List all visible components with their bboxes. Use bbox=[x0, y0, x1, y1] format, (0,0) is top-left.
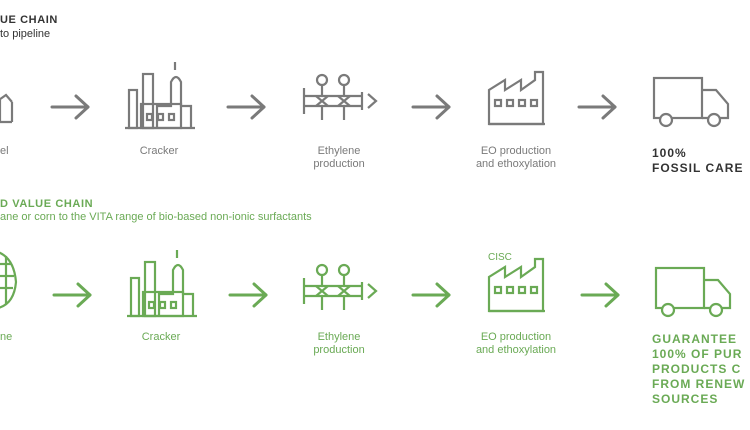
corn-icon bbox=[0, 251, 18, 309]
bio-result-line-5: SOURCES bbox=[652, 392, 719, 406]
cracker-icon bbox=[127, 250, 197, 318]
bio-chain-heading: D VALUE CHAIN bbox=[0, 198, 94, 210]
arrow-icon bbox=[411, 94, 451, 120]
fossil-source-label: el bbox=[0, 145, 9, 157]
arrow-icon bbox=[226, 94, 266, 120]
fossil-result-line-1: 100% bbox=[652, 146, 687, 160]
truck-icon bbox=[654, 266, 732, 318]
fossil-chain-heading: UE CHAIN bbox=[0, 14, 58, 26]
arrow-icon bbox=[52, 282, 92, 308]
factory-icon bbox=[487, 257, 545, 313]
arrow-icon bbox=[228, 282, 268, 308]
arrow-icon bbox=[580, 282, 620, 308]
arrow-icon bbox=[411, 282, 451, 308]
fossil-cracker-label: Cracker bbox=[139, 145, 179, 157]
bio-cracker-label: Cracker bbox=[141, 331, 181, 343]
bio-ethylene-label-1: Ethylene bbox=[317, 331, 361, 343]
fossil-result-line-2: FOSSIL CARE bbox=[652, 161, 744, 175]
bio-chain-subheading: ane or corn to the VITA range of bio-bas… bbox=[0, 211, 312, 223]
arrow-icon bbox=[50, 94, 90, 120]
factory-certification-badge: CISC bbox=[488, 252, 512, 263]
fossil-eo-label-2: and ethoxylation bbox=[475, 158, 557, 170]
arrow-icon bbox=[577, 94, 617, 120]
bio-result-line-1: GUARANTEE bbox=[652, 332, 738, 346]
oil-house-icon bbox=[0, 93, 14, 124]
fossil-eo-label-1: EO production bbox=[480, 145, 552, 157]
factory-icon bbox=[487, 70, 545, 126]
truck-icon bbox=[652, 76, 730, 128]
fossil-ethylene-label-2: production bbox=[313, 158, 365, 170]
bio-result-line-2: 100% OF PUR bbox=[652, 347, 743, 361]
pipeline-valve-icon bbox=[302, 263, 378, 310]
bio-ethylene-label-2: production bbox=[313, 344, 365, 356]
bio-eo-label-1: EO production bbox=[480, 331, 552, 343]
cracker-icon bbox=[125, 62, 195, 130]
bio-result-line-4: FROM RENEW bbox=[652, 377, 746, 391]
pipeline-valve-icon bbox=[302, 73, 378, 120]
bio-eo-label-2: and ethoxylation bbox=[475, 344, 557, 356]
fossil-chain-subheading: to pipeline bbox=[0, 28, 51, 40]
bio-result-line-3: PRODUCTS C bbox=[652, 362, 742, 376]
bio-source-label: ne bbox=[0, 331, 13, 343]
fossil-ethylene-label-1: Ethylene bbox=[317, 145, 361, 157]
